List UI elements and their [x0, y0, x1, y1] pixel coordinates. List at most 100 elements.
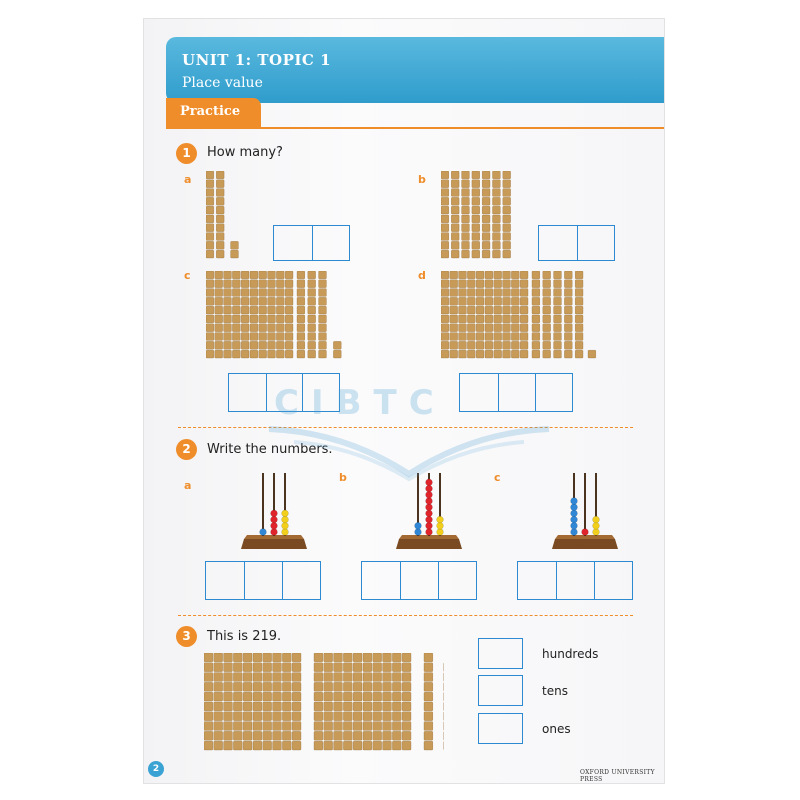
- abacus-bead: [581, 528, 589, 536]
- tens-answer-box[interactable]: [556, 562, 594, 599]
- hundreds-answer-box[interactable]: [460, 374, 498, 411]
- abacus-bead: [436, 522, 444, 530]
- abacus-rod: [584, 473, 586, 536]
- ones-answer-box[interactable]: [535, 374, 572, 411]
- abacus-rod: [262, 473, 264, 536]
- abacus-bead: [425, 478, 433, 487]
- answer-boxes-1a[interactable]: [273, 225, 350, 261]
- ten-rod: [575, 271, 584, 359]
- hundred-flat: [441, 271, 529, 359]
- one-cube: [333, 350, 342, 359]
- abacus-rod: [273, 473, 275, 536]
- abacus-bead: [425, 497, 433, 505]
- practice-tab: Practice: [166, 98, 261, 128]
- answer-boxes-1d[interactable]: [459, 373, 573, 412]
- worksheet-page: UNIT 1: TOPIC 1 Place value Practice 1 H…: [143, 18, 665, 784]
- abacus-bead: [592, 528, 600, 536]
- one-cube: [230, 250, 239, 259]
- hundreds-answer-box[interactable]: [518, 562, 556, 599]
- ten-rod: [553, 271, 562, 359]
- tens-answer-box[interactable]: [497, 374, 536, 411]
- ones-answer-box[interactable]: [478, 713, 523, 744]
- answer-boxes-2c[interactable]: [517, 561, 633, 600]
- abacus-bead: [414, 528, 422, 536]
- answer-boxes-1c[interactable]: [228, 373, 340, 412]
- section-divider: [178, 427, 633, 428]
- unit-subtitle: Place value: [182, 75, 263, 91]
- abacus-bead: [570, 528, 578, 536]
- ten-rod: [564, 271, 573, 359]
- ten-rod: [296, 271, 305, 359]
- hundreds-answer-box[interactable]: [206, 562, 244, 599]
- abacus-bead: [570, 522, 578, 530]
- abacus-bead: [436, 528, 444, 536]
- tens-answer-box[interactable]: [274, 226, 312, 260]
- abacus-bead: [270, 515, 278, 524]
- abacus-bead: [425, 515, 433, 524]
- one-cube: [230, 241, 239, 250]
- ten-rod: [318, 271, 327, 359]
- tens-answer-box[interactable]: [400, 562, 438, 599]
- ten-rod: [206, 171, 214, 259]
- answer-boxes-2a[interactable]: [205, 561, 321, 600]
- q2-part-c-letter: c: [494, 471, 501, 484]
- question-2-prompt: Write the numbers.: [207, 442, 333, 457]
- ones-answer-box[interactable]: [594, 562, 632, 599]
- hundreds-answer-box[interactable]: [362, 562, 400, 599]
- base-ten-blocks-1b: [441, 171, 511, 259]
- ten-rod: [423, 653, 433, 751]
- question-3-prompt: This is 219.: [207, 629, 282, 644]
- abacus-base: [241, 539, 307, 549]
- tens-answer-box[interactable]: [265, 374, 303, 411]
- tens-answer-box[interactable]: [478, 675, 523, 706]
- answer-boxes-2b[interactable]: [361, 561, 477, 600]
- ones-answer-box[interactable]: [302, 374, 339, 411]
- abacus-bead: [281, 522, 289, 530]
- abacus-rod: [595, 473, 597, 536]
- base-ten-blocks-1c: [206, 271, 342, 359]
- abacus-rod: [439, 473, 441, 536]
- hundreds-answer-box[interactable]: [229, 374, 266, 411]
- hundreds-answer-box[interactable]: [478, 638, 523, 669]
- ten-rod: [451, 171, 460, 259]
- publisher-footer: OXFORD UNIVERSITY PRESS: [580, 769, 655, 783]
- abacus-bead: [425, 485, 433, 493]
- abacus-bead: [425, 522, 433, 530]
- ten-rod: [471, 171, 480, 259]
- ones-answer-box[interactable]: [311, 226, 350, 260]
- hundred-flat: [206, 271, 294, 359]
- answer-boxes-1b[interactable]: [538, 225, 615, 261]
- ones-answer-box[interactable]: [576, 226, 615, 260]
- watermark-text: CIBTC: [274, 383, 446, 423]
- abacus-bead: [414, 522, 422, 530]
- question-1-prompt: How many?: [207, 145, 283, 160]
- ten-rod: [531, 271, 540, 359]
- unit-title: UNIT 1: TOPIC 1: [182, 51, 332, 69]
- question-2-number: 2: [176, 439, 197, 460]
- ten-rod: [307, 271, 316, 359]
- base-ten-blocks-1a: [206, 171, 239, 259]
- q1-part-a-letter: a: [184, 173, 192, 186]
- q1-part-c-letter: c: [184, 269, 191, 282]
- base-ten-blocks-219: [204, 653, 444, 751]
- base-ten-blocks-1d: [441, 271, 596, 359]
- watermark-book-icon: [268, 426, 550, 482]
- ten-rod: [482, 171, 491, 259]
- tens-answer-box[interactable]: [539, 226, 577, 260]
- practice-rule: [166, 127, 664, 129]
- q2-part-b-letter: b: [339, 471, 347, 484]
- question-1-number: 1: [176, 143, 197, 164]
- abacus-bead: [270, 528, 278, 536]
- ten-rod: [441, 171, 449, 259]
- abacus-rod: [284, 473, 286, 536]
- hundreds-label: hundreds: [542, 647, 599, 661]
- abacus-bead: [281, 515, 289, 524]
- ones-label: ones: [542, 722, 571, 736]
- abacus-bead: [592, 515, 600, 524]
- ones-answer-box[interactable]: [438, 562, 476, 599]
- tens-answer-box[interactable]: [244, 562, 282, 599]
- page-number: 2: [148, 761, 164, 777]
- ten-rod: [502, 171, 511, 259]
- abacus-bead: [570, 515, 578, 524]
- ones-answer-box[interactable]: [282, 562, 320, 599]
